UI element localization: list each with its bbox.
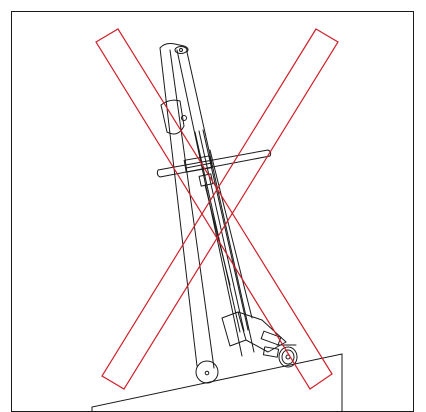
- lower-mechanism: [221, 311, 287, 358]
- cross-bar-descending: [95, 28, 333, 390]
- roller-foot: [195, 360, 219, 384]
- prohibited-cross-mark: [95, 28, 339, 390]
- handle-bar: [156, 149, 272, 178]
- frame-knob: [160, 99, 187, 135]
- frame-left-leg: [159, 47, 215, 369]
- cross-bar-ascending: [101, 28, 339, 390]
- floor-ramp: [91, 353, 343, 412]
- frame-top-cap: [159, 43, 189, 54]
